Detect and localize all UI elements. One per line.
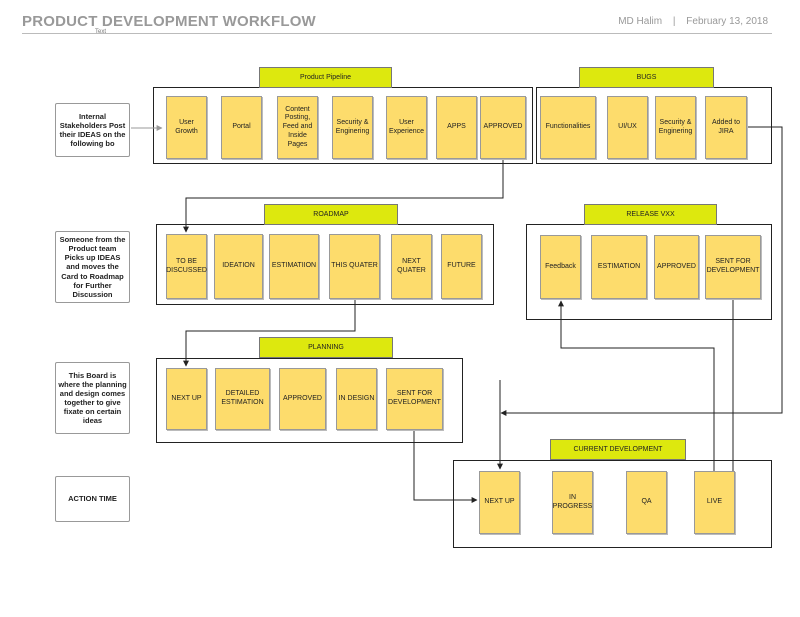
card-functionalities[interactable]: Functionalities (540, 96, 596, 159)
card-detailed-estimation[interactable]: DETAILED ESTIMATION (215, 368, 270, 430)
card-feedback[interactable]: Feedback (540, 235, 581, 299)
card-in-design[interactable]: IN DESIGN (336, 368, 377, 430)
card-next-quarter[interactable]: NEXT QUATER (391, 234, 432, 299)
connector-planning-to-current (413, 431, 478, 503)
card-added-to-jira[interactable]: Added to JIRA (705, 96, 747, 159)
card-current-next-up[interactable]: NEXT UP (479, 471, 520, 534)
card-ui-ux[interactable]: UI/UX (607, 96, 648, 159)
card-release-estimation[interactable]: ESTIMATION (591, 235, 647, 299)
card-ideation[interactable]: IDEATION (214, 234, 263, 299)
release-header: RELEASE VXX (584, 204, 717, 225)
card-portal[interactable]: Portal (221, 96, 262, 159)
note-board: This Board is where the planning and des… (55, 362, 130, 434)
card-bugs-security[interactable]: Security & Enginering (655, 96, 696, 159)
title-divider (22, 33, 772, 34)
card-planning-approved[interactable]: APPROVED (279, 368, 326, 430)
roadmap-header: ROADMAP (264, 204, 398, 225)
note-action-time: ACTION TIME (55, 476, 130, 522)
card-in-progress[interactable]: IN PROGRESS (552, 471, 593, 534)
card-planning-sent-for-development[interactable]: SENT FOR DEVELOPMENT (386, 368, 443, 430)
planning-header: PLANNING (259, 337, 393, 358)
card-planning-next-up[interactable]: NEXT UP (166, 368, 207, 430)
card-content-posting[interactable]: Content Posting, Feed and Inside Pages (277, 96, 318, 159)
date: February 13, 2018 (686, 16, 768, 27)
author: MD Halim (618, 16, 663, 27)
connector-approved-to-roadmap (183, 160, 504, 233)
card-estimation[interactable]: ESTIMATIION (269, 234, 319, 299)
card-live[interactable]: LIVE (694, 471, 735, 534)
card-apps[interactable]: APPS (436, 96, 477, 159)
title-subtext: Text (95, 29, 107, 35)
card-release-approved[interactable]: APPROVED (654, 235, 699, 299)
page-title: PRODUCT DEVELOPMENT WORKFLOW (22, 13, 316, 30)
note-product-team: Someone from the Product team Picks up I… (55, 231, 130, 303)
card-qa[interactable]: QA (626, 471, 667, 534)
page-meta: MD Halim | February 13, 2018 (614, 16, 772, 27)
current-development-header: CURRENT DEVELOPMENT (550, 439, 686, 460)
bugs-header: BUGS (579, 67, 714, 88)
card-to-be-discussed[interactable]: TO BE DISCUSSED (166, 234, 207, 299)
card-this-quarter[interactable]: THIS QUATER (329, 234, 380, 299)
note-internal-stakeholders: Internal Stakeholders Post their IDEAS o… (55, 103, 130, 157)
connector-thisquarter-to-planning (183, 300, 356, 367)
card-approved[interactable]: APPROVED (480, 96, 526, 159)
pipeline-header: Product Pipeline (259, 67, 392, 88)
connector-jira-to-current (500, 126, 783, 416)
roadmap-board (156, 224, 494, 305)
card-security-engineering[interactable]: Security & Enginering (332, 96, 373, 159)
card-release-sent-for-development[interactable]: SENT FOR DEVELOPMENT (705, 235, 761, 299)
card-future[interactable]: FUTURE (441, 234, 482, 299)
card-user-experience[interactable]: User Experience (386, 96, 427, 159)
card-user-growth[interactable]: User Growth (166, 96, 207, 159)
meta-separator: | (672, 16, 676, 27)
connector-live-to-feedback (558, 300, 715, 471)
